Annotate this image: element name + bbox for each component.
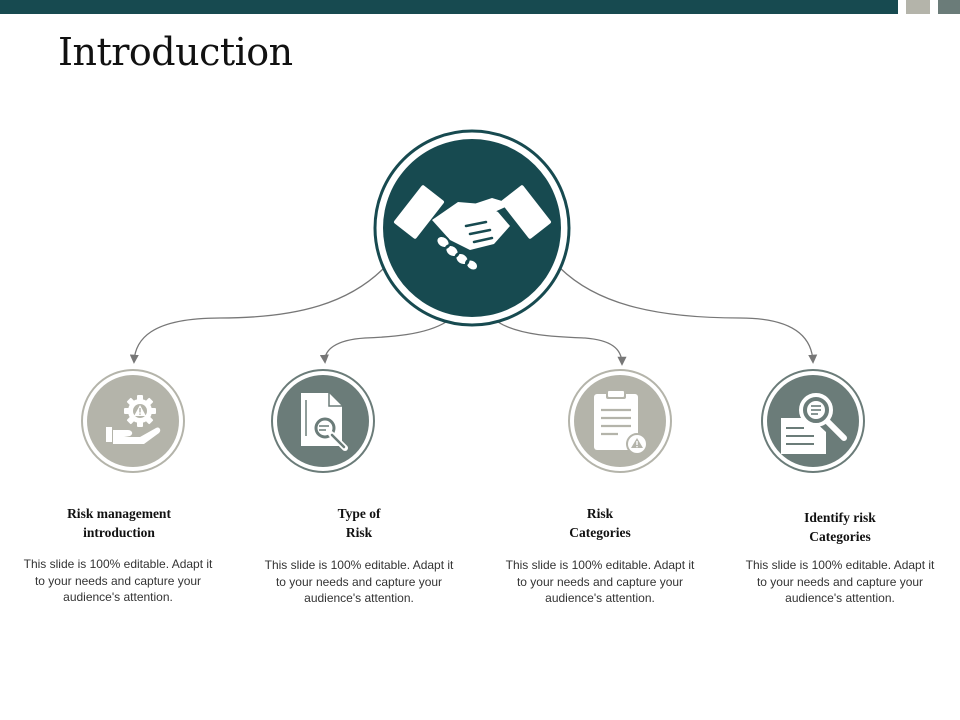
- clipboard-warning-icon: [594, 389, 648, 455]
- item-label: Type of Risk: [337, 506, 381, 540]
- risk-management-circle: [81, 369, 185, 473]
- document-search-icon: [301, 393, 348, 451]
- item-description: This slide is 100% editable. Adapt it to…: [745, 558, 935, 605]
- handshake-circle: [373, 129, 571, 327]
- item-description: This slide is 100% editable. Adapt it to…: [264, 558, 454, 605]
- connector-arrow: [559, 267, 818, 364]
- document-magnifier-icon: [781, 393, 847, 454]
- gear-hand-warning-icon: [106, 395, 161, 444]
- header-accent-square: [906, 0, 930, 14]
- connector-arrow: [129, 267, 385, 364]
- item-label: Identify risk Categories: [804, 510, 876, 544]
- handshake-icon: [393, 185, 552, 272]
- item-label: Risk Categories: [569, 506, 631, 540]
- connector-arrow: [497, 321, 627, 366]
- connector-arrow: [319, 321, 447, 364]
- type-of-risk-circle: [271, 369, 375, 473]
- header-bar: [0, 0, 898, 14]
- risk-categories-circle: [568, 369, 672, 473]
- header-accent-square: [938, 0, 960, 14]
- item-description: This slide is 100% editable. Adapt it to…: [505, 558, 695, 605]
- item-label: Risk management introduction: [67, 506, 171, 540]
- identify-risk-circle: [761, 369, 865, 473]
- item-description: This slide is 100% editable. Adapt it to…: [23, 557, 213, 604]
- page-title: Introduction: [58, 30, 293, 74]
